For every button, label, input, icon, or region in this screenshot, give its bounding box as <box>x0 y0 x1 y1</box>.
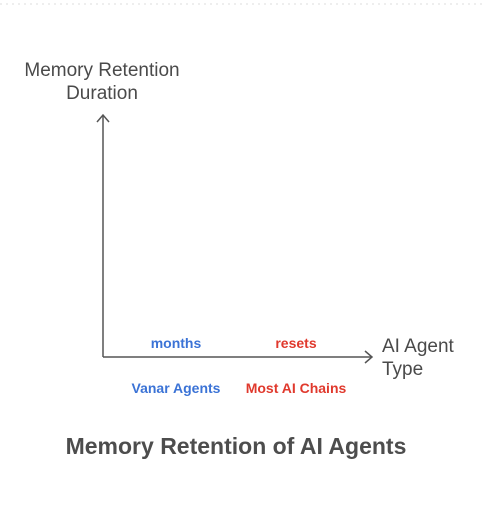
chart-title: Memory Retention of AI Agents <box>65 433 407 459</box>
category-label-most-ai-chains: Most AI Chains <box>245 380 347 396</box>
value-label-most-ai-chains: resets <box>275 335 317 351</box>
y-axis-label: Memory Retention Duration <box>24 60 180 104</box>
x-axis-label: AI Agent Type <box>382 336 454 380</box>
y-axis-arrow-icon <box>96 113 110 123</box>
x-axis-arrow-icon <box>364 350 374 364</box>
value-label-vanar-agents: months <box>150 335 202 351</box>
category-label-vanar-agents: Vanar Agents <box>131 380 221 396</box>
